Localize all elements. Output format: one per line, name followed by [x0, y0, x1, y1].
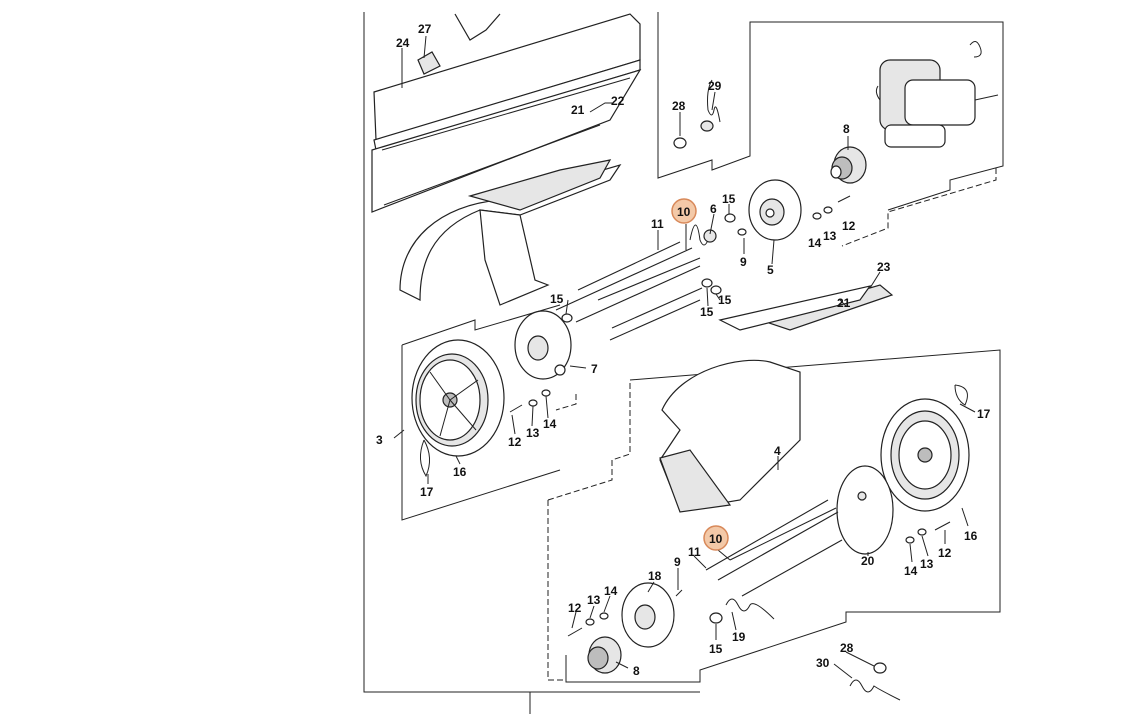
wheel-16-right	[880, 384, 970, 512]
rods-lower	[705, 499, 843, 597]
callout-15: 15	[550, 292, 564, 306]
rods-upper	[555, 224, 717, 341]
callout-10: 10	[677, 205, 691, 219]
callout-14: 14	[904, 564, 918, 578]
lower-fasteners	[567, 589, 683, 637]
callout-12: 12	[842, 219, 856, 233]
callout-14: 14	[543, 417, 557, 431]
lower-shroud-4	[659, 359, 801, 513]
callout-27: 27	[418, 22, 432, 36]
callout-23: 23	[877, 260, 891, 274]
leader-lines	[393, 35, 976, 679]
callout-10: 10	[709, 532, 723, 546]
callout-28: 28	[840, 641, 854, 655]
right-fasteners	[905, 521, 951, 544]
callout-13: 13	[823, 229, 837, 243]
callout-20: 20	[861, 554, 875, 568]
callout-6: 6	[710, 202, 717, 216]
frame-lines	[363, 12, 1004, 714]
callout-15: 15	[709, 642, 723, 656]
callout-5: 5	[767, 263, 774, 277]
callout-labels: 24 27 21 22 28 29 8 10 11 6 15 9 5 14 13…	[376, 22, 991, 678]
callout-11: 11	[688, 545, 701, 559]
callout-7: 7	[591, 362, 598, 376]
flange-5	[748, 179, 802, 241]
callout-22: 22	[611, 94, 625, 108]
spring-30	[849, 662, 901, 701]
callout-8: 8	[633, 664, 640, 678]
callout-16: 16	[964, 529, 978, 543]
callout-13: 13	[920, 557, 934, 571]
deflector-21-23	[718, 284, 894, 331]
callout-17: 17	[977, 407, 991, 421]
callout-3: 3	[376, 433, 383, 447]
spring-19	[709, 598, 775, 624]
callout-15: 15	[718, 293, 732, 307]
callout-15: 15	[700, 305, 714, 319]
washer-28	[673, 137, 687, 149]
flange-18	[621, 582, 675, 648]
callout-11: 11	[651, 217, 664, 231]
callout-9: 9	[740, 255, 747, 269]
highlight-part-10-upper[interactable]	[671, 198, 697, 224]
bushing-8-lower	[587, 636, 622, 674]
callout-30: 30	[816, 656, 830, 670]
callout-13: 13	[587, 593, 601, 607]
callout-21: 21	[837, 296, 851, 310]
callout-15: 15	[722, 192, 736, 206]
flange-20	[836, 465, 894, 555]
callout-12: 12	[508, 435, 522, 449]
gearbox-assembly	[875, 41, 999, 148]
flange-7	[514, 310, 572, 380]
left-fasteners	[509, 389, 551, 413]
callout-29: 29	[708, 79, 722, 93]
wheel-16-left	[411, 339, 505, 478]
callout-28: 28	[672, 99, 686, 113]
callout-8: 8	[843, 122, 850, 136]
callout-12: 12	[568, 601, 582, 615]
callout-19: 19	[732, 630, 746, 644]
upper-deflector	[399, 159, 622, 306]
callout-14: 14	[604, 584, 618, 598]
callout-18: 18	[648, 569, 662, 583]
callout-17: 17	[420, 485, 434, 499]
callout-9: 9	[674, 555, 681, 569]
callout-24: 24	[396, 36, 410, 50]
callout-13: 13	[526, 426, 540, 440]
bushing-8-top	[830, 146, 867, 184]
callout-21: 21	[571, 103, 585, 117]
callout-14: 14	[808, 236, 822, 250]
handle-top-assembly	[371, 13, 642, 213]
highlight-part-10-lower[interactable]	[703, 525, 729, 551]
callout-4: 4	[774, 444, 781, 458]
callout-12: 12	[938, 546, 952, 560]
callout-16: 16	[453, 465, 467, 479]
spring-29	[700, 79, 721, 132]
